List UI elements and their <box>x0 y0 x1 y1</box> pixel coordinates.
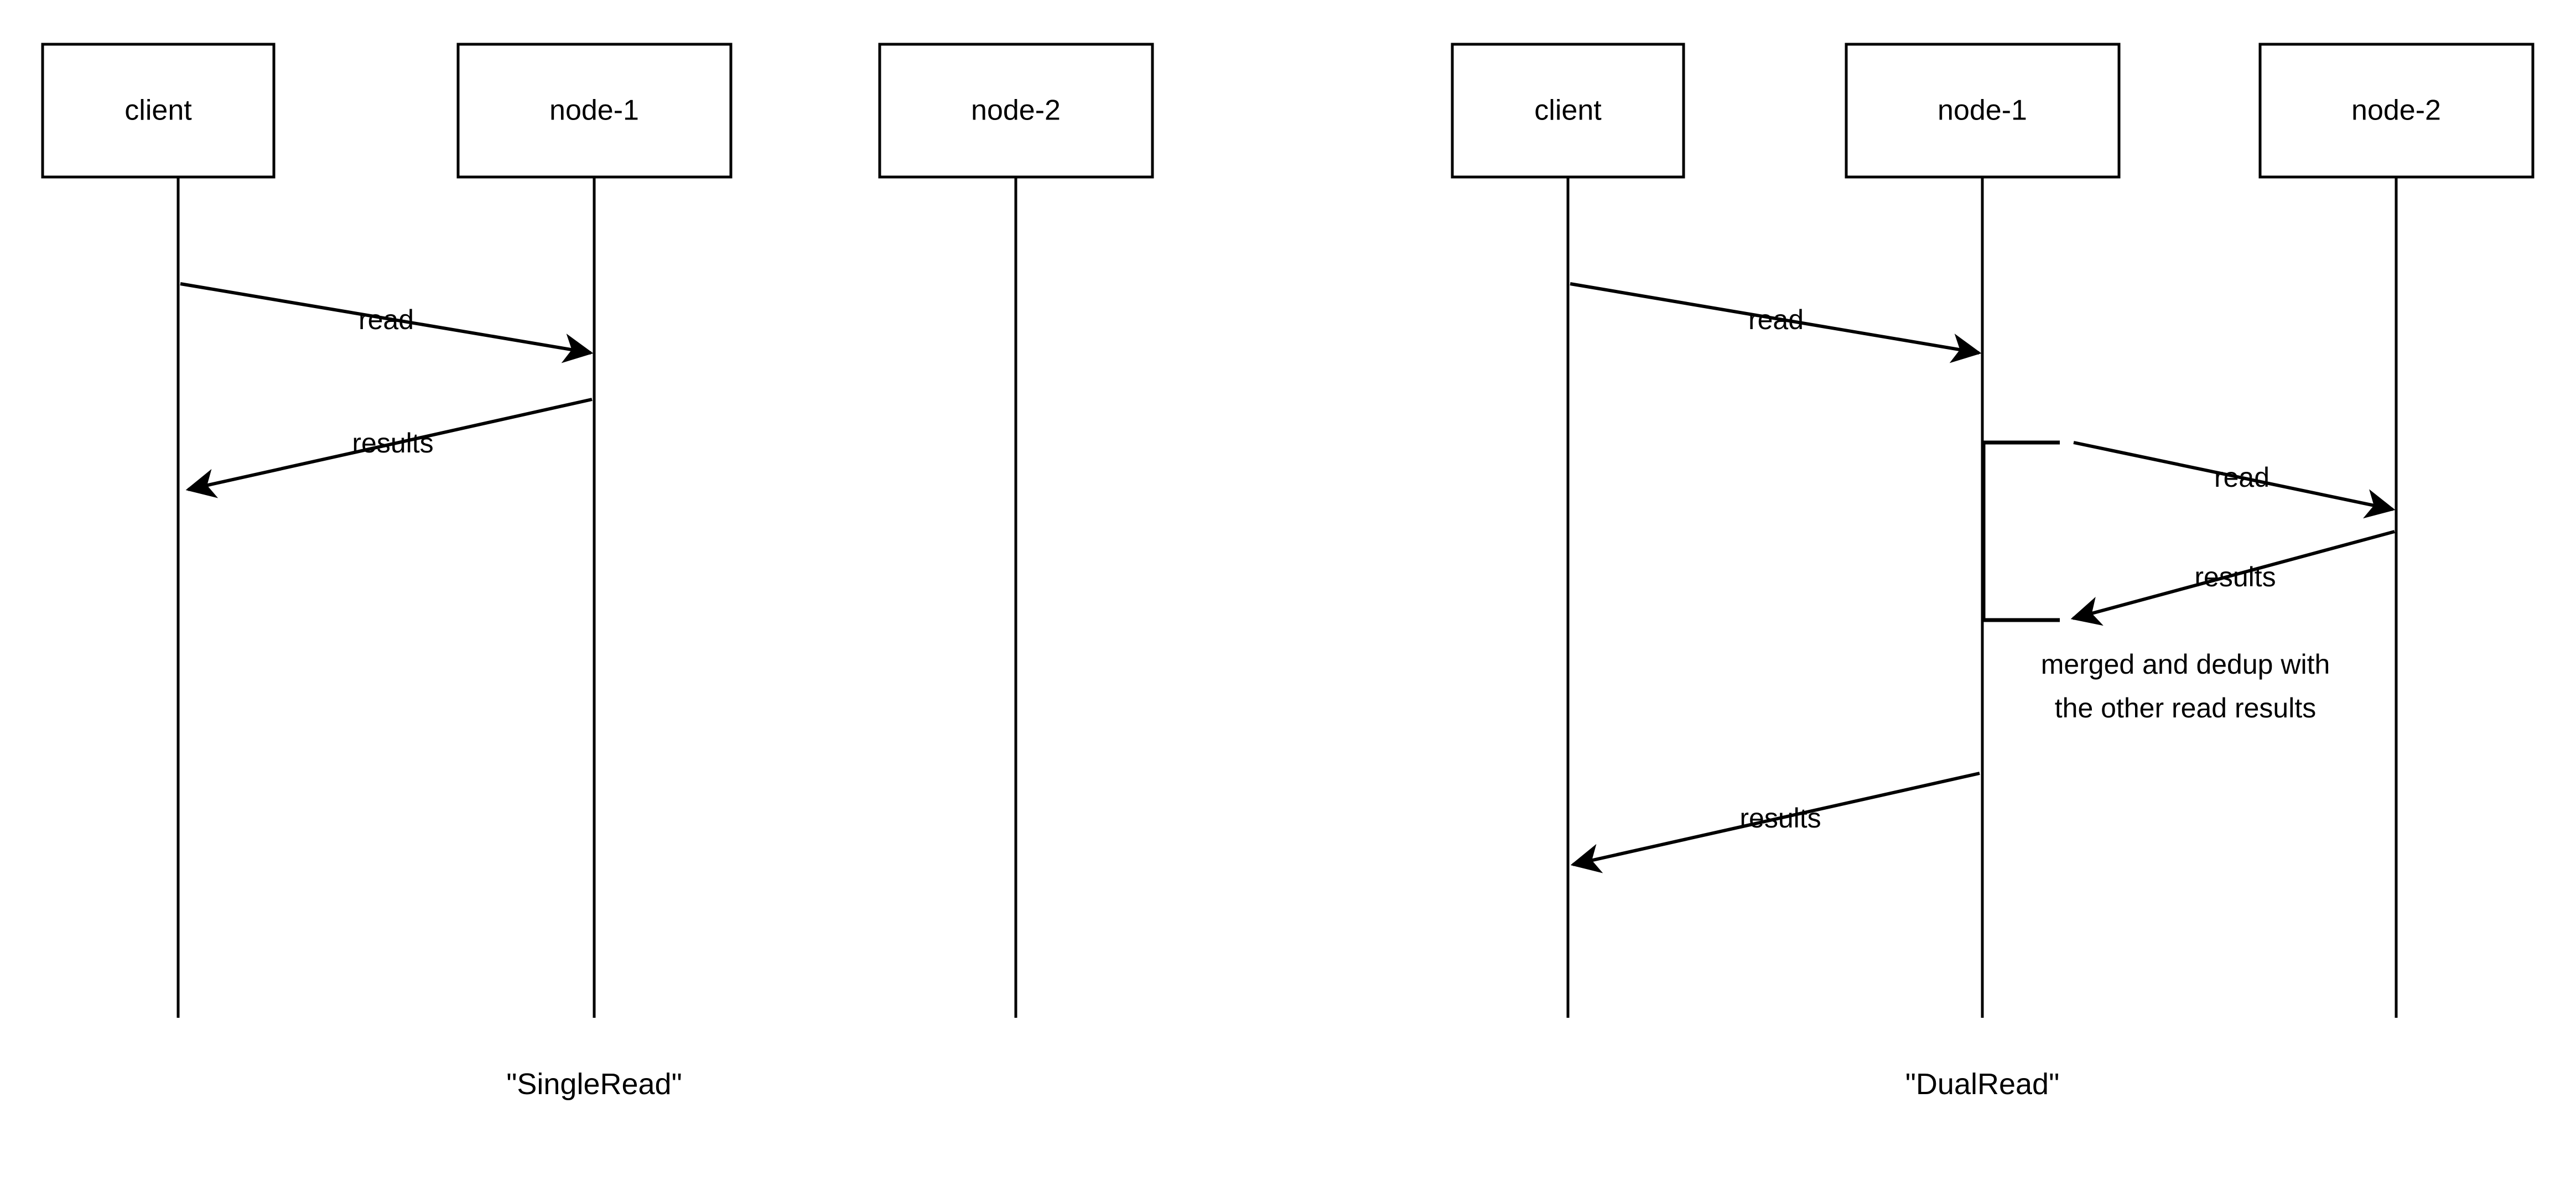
participant-box-node2-right[interactable] <box>2258 43 2535 179</box>
message-label-results-left: results <box>352 428 433 459</box>
message-arrow-results-node1-client-right[interactable] <box>1570 772 1980 873</box>
participant-label-client-left: client <box>124 95 192 127</box>
participant-label-node1-right: node-1 <box>1938 95 2027 127</box>
activation-bracket-node1-right <box>1981 440 2060 622</box>
participant-node2-right[interactable]: node-2 <box>2258 43 2535 179</box>
participant-label-node1-left: node-1 <box>549 95 639 127</box>
participant-node2-left[interactable]: node-2 <box>878 43 1154 179</box>
participant-box-client-left[interactable] <box>41 43 276 179</box>
diagram-single-read: client node-1 node-2 read results "Singl… <box>41 43 1154 1101</box>
note-line-1: merged and dedup with <box>2041 649 2330 680</box>
message-arrow-results-left[interactable] <box>185 398 593 498</box>
message-label-results-node2-node1-right: results <box>2194 561 2276 592</box>
message-label-results-node1-client-right: results <box>1739 803 1821 834</box>
participant-client-right[interactable]: client <box>1451 43 1685 179</box>
participant-node1-left[interactable]: node-1 <box>456 43 733 179</box>
participant-box-node1-left[interactable] <box>456 43 733 179</box>
participant-label-node2-left: node-2 <box>971 95 1061 127</box>
participant-label-client-right: client <box>1534 95 1602 127</box>
diagram-dual-read: client node-1 node-2 read read <box>1451 43 2535 1101</box>
message-arrow-read-left[interactable] <box>180 282 594 363</box>
participant-node1-right[interactable]: node-1 <box>1845 43 2121 179</box>
participant-client-left[interactable]: client <box>41 43 276 179</box>
message-arrow-read-client-node1-right[interactable] <box>1570 282 1982 363</box>
note-merged-dedup: merged and dedup with the other read res… <box>2041 649 2330 724</box>
participant-box-client-right[interactable] <box>1451 43 1685 179</box>
note-line-2: the other read results <box>2055 693 2317 724</box>
diagram-caption-single-read: "SingleRead" <box>506 1068 682 1101</box>
message-arrow-read-node1-node2-right[interactable] <box>2073 441 2396 519</box>
participant-box-node2-left[interactable] <box>878 43 1154 179</box>
participant-box-node1-right[interactable] <box>1845 43 2121 179</box>
diagram-caption-dual-read: "DualRead" <box>1905 1068 2060 1101</box>
message-arrow-results-node2-node1-right[interactable] <box>2070 530 2395 626</box>
participant-label-node2-right: node-2 <box>2351 95 2441 127</box>
message-label-read-node1-node2-right: read <box>2214 462 2269 493</box>
message-label-read-client-node1-right: read <box>1748 304 1804 335</box>
message-label-read-left: read <box>359 304 414 335</box>
